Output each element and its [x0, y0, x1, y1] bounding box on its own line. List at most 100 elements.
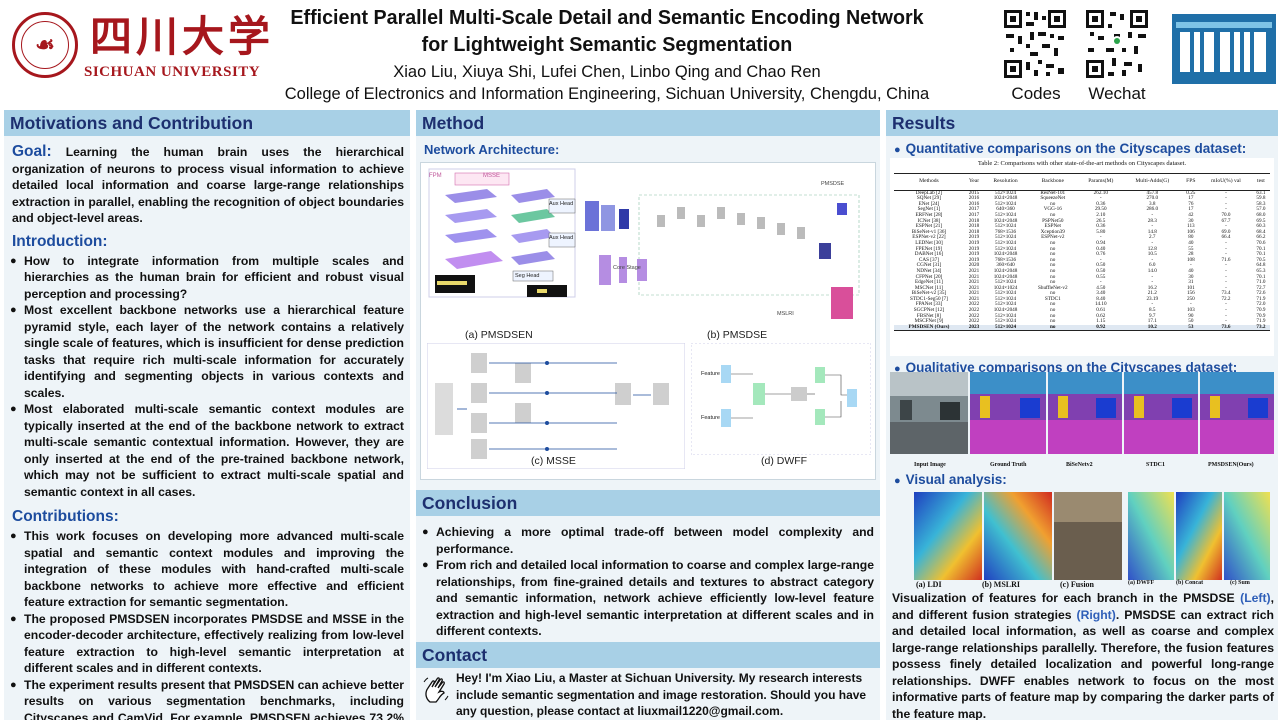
table-cell: 2018: [968, 217, 980, 224]
fig-a-caption: (a) PMSDSEN: [465, 329, 533, 341]
table-cell: 512×1024: [994, 239, 1017, 246]
table-cell: 5.80: [1096, 228, 1106, 235]
table-cell: -: [1225, 307, 1227, 314]
table-cell: no: [1050, 262, 1056, 269]
table-cell: 457.8: [1146, 189, 1159, 196]
table-cell: 640×360: [996, 206, 1015, 213]
table-cell: 66.4: [1221, 234, 1231, 241]
table-cell: 0.50: [1096, 267, 1106, 274]
table-cell: ShuffleNet-v2: [1037, 284, 1068, 291]
table-cell: 17.1: [1147, 318, 1157, 325]
table-cell: 68.0: [1256, 211, 1266, 218]
table-cell: -: [1225, 195, 1227, 202]
table-cell: SQNet [29]: [916, 195, 941, 202]
visual-analysis-text: Visualization of features for each branc…: [892, 590, 1274, 720]
conclusion-item: From rich and detailed local information…: [422, 557, 874, 640]
table-cell: 42: [1188, 211, 1194, 218]
university-name-en: SICHUAN UNIVERSITY: [84, 64, 261, 80]
table-header-cell: FPS: [1181, 173, 1201, 191]
table-cell: BiSeNet-v2 [35]: [911, 290, 947, 297]
bullet-dot-icon: ●: [894, 363, 901, 375]
seg-head-label: Seg Head: [515, 273, 540, 279]
table-cell: no: [1050, 312, 1056, 319]
table-cell: 512×1024: [994, 318, 1017, 325]
table-cell: 512×1024: [984, 324, 1027, 332]
table-cell: -: [1225, 273, 1227, 280]
table-cell: 262.10: [1093, 189, 1108, 196]
table-cell: 768×1536: [994, 256, 1017, 263]
table-cell: 2022: [968, 301, 980, 308]
conclusion-item: Achieving a more optimal trade-off betwe…: [422, 524, 874, 557]
table-cell: 0.36: [1096, 223, 1106, 230]
authors: Xiao Liu, Xiuya Shi, Lufei Chen, Linbo Q…: [393, 63, 821, 81]
table-cell: no: [1050, 318, 1056, 325]
table-cell: 68.4: [1256, 228, 1266, 235]
table-cell: 512×1024: [994, 223, 1017, 230]
seal-inner-icon: ☙: [21, 21, 69, 69]
table-cell: 1024×2048: [993, 267, 1018, 274]
method-heading: Method: [416, 110, 880, 136]
table-cell: 65.3: [1256, 267, 1266, 274]
table-cell: no: [1050, 290, 1056, 297]
heading-colon: :: [555, 142, 560, 157]
table-cell: 90: [1188, 312, 1194, 319]
table-header-cell: Params(M): [1078, 173, 1123, 191]
visual-analysis-title: Visual analysis:: [905, 472, 1007, 487]
fig-b-caption: (b) PMSDSE: [707, 329, 768, 341]
table-cell: 70.5: [1256, 256, 1266, 263]
table-cell: SegNet [1]: [917, 206, 941, 213]
goal-paragraph: Goal: Learning the human brain uses the …: [4, 136, 410, 227]
table-cell: 4.50: [1096, 284, 1106, 291]
table-cell: 72.2: [1221, 295, 1231, 302]
table-cell: -: [1225, 200, 1227, 207]
table-cell: 40: [1188, 239, 1194, 246]
table-cell: 0.76: [1096, 251, 1106, 258]
table-cell: SGCPNet [12]: [913, 307, 945, 314]
table-cell: 57.0: [1256, 206, 1266, 213]
table-cell: no: [1050, 251, 1056, 258]
table-cell: 2019: [968, 245, 980, 252]
table-cell: 2016: [968, 200, 980, 207]
table-cell: 108: [1186, 256, 1195, 263]
table-cell: 60.3: [1256, 223, 1266, 230]
table-cell: ENet [24]: [918, 200, 940, 207]
table-cell: -: [1151, 256, 1154, 263]
quantitative-title: Quantitative comparisons on the Cityscap…: [905, 141, 1247, 156]
table-cell: -: [1225, 312, 1227, 319]
table-cell: -: [1225, 223, 1227, 230]
table-header-cell: mIoU(%) val: [1200, 173, 1252, 191]
table-cell: CFPNet [20]: [915, 273, 943, 280]
table-cell: -: [1189, 262, 1192, 269]
table-cell: -: [1225, 245, 1227, 252]
table-cell: -: [1225, 301, 1227, 308]
table-cell: 512×1024: [994, 245, 1017, 252]
table-cell: 63.1: [1256, 189, 1266, 196]
table-cell: 28.3: [1147, 217, 1157, 224]
goal-text: Learning the human brain uses the hierar…: [12, 145, 404, 225]
table-cell: 71.9: [1256, 295, 1266, 302]
lab-logo: [1172, 14, 1276, 84]
table-cell: 512×1024: [994, 279, 1017, 286]
qual-label: Input Image: [914, 462, 946, 468]
core-stage-label: Core Stage: [613, 265, 641, 271]
table-cell: -: [1225, 279, 1227, 286]
table-header-cell: Resolution: [984, 173, 1027, 191]
table-cell: 2021: [968, 284, 980, 291]
mslri-label: MSLRI: [777, 311, 794, 317]
table-cell: 2020: [968, 262, 980, 269]
codes-qr-icon[interactable]: [1002, 8, 1068, 80]
table-cell: 2.10: [1096, 211, 1106, 218]
table-cell: 0.50: [1096, 262, 1106, 269]
contrib-item: The experiment results present that PMSD…: [10, 677, 404, 720]
table-cell: no: [1050, 279, 1056, 286]
table-cell: -: [1225, 239, 1227, 246]
wechat-qr-icon[interactable]: [1084, 8, 1150, 80]
